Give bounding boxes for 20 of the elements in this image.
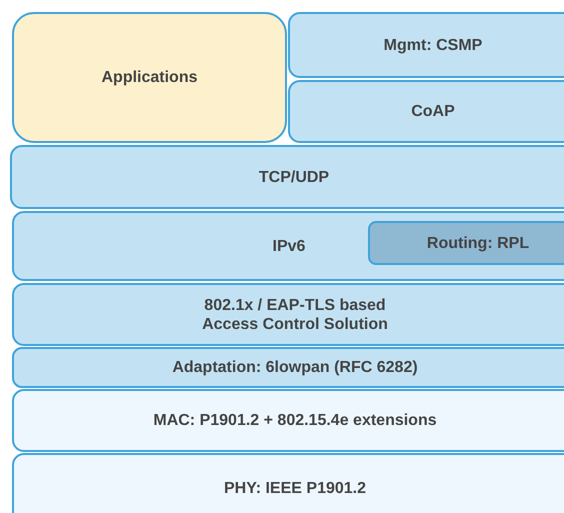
layer-label: CoAP (411, 102, 455, 121)
layer-label: Routing: RPL (426, 234, 530, 252)
layer-box (288, 12, 564, 78)
layer-box (288, 80, 564, 143)
layer-label: TCP/UDP (258, 168, 330, 186)
layer-label: PHY: IEEE P1901.2 (224, 478, 366, 498)
layer-box (12, 283, 564, 346)
layer-label: IPv6 (272, 236, 306, 256)
layer-box (12, 12, 287, 143)
sublayer-box (368, 221, 564, 265)
layer-box (12, 211, 564, 281)
layer-label: Adaptation: 6lowpan (RFC 6282) (172, 358, 418, 377)
layer-label: Applications (101, 68, 198, 87)
layer-label: MAC: P1901.2 + 802.15.4e extensions (153, 411, 437, 430)
layer-box (12, 389, 564, 452)
layer-label: Mgmt: CSMP (384, 36, 482, 54)
layer-box (10, 145, 564, 209)
layer-box (12, 453, 564, 513)
layer-label: 802.1x / EAP-TLS based Access Control Solution (201, 296, 389, 334)
layer-box (12, 347, 564, 388)
